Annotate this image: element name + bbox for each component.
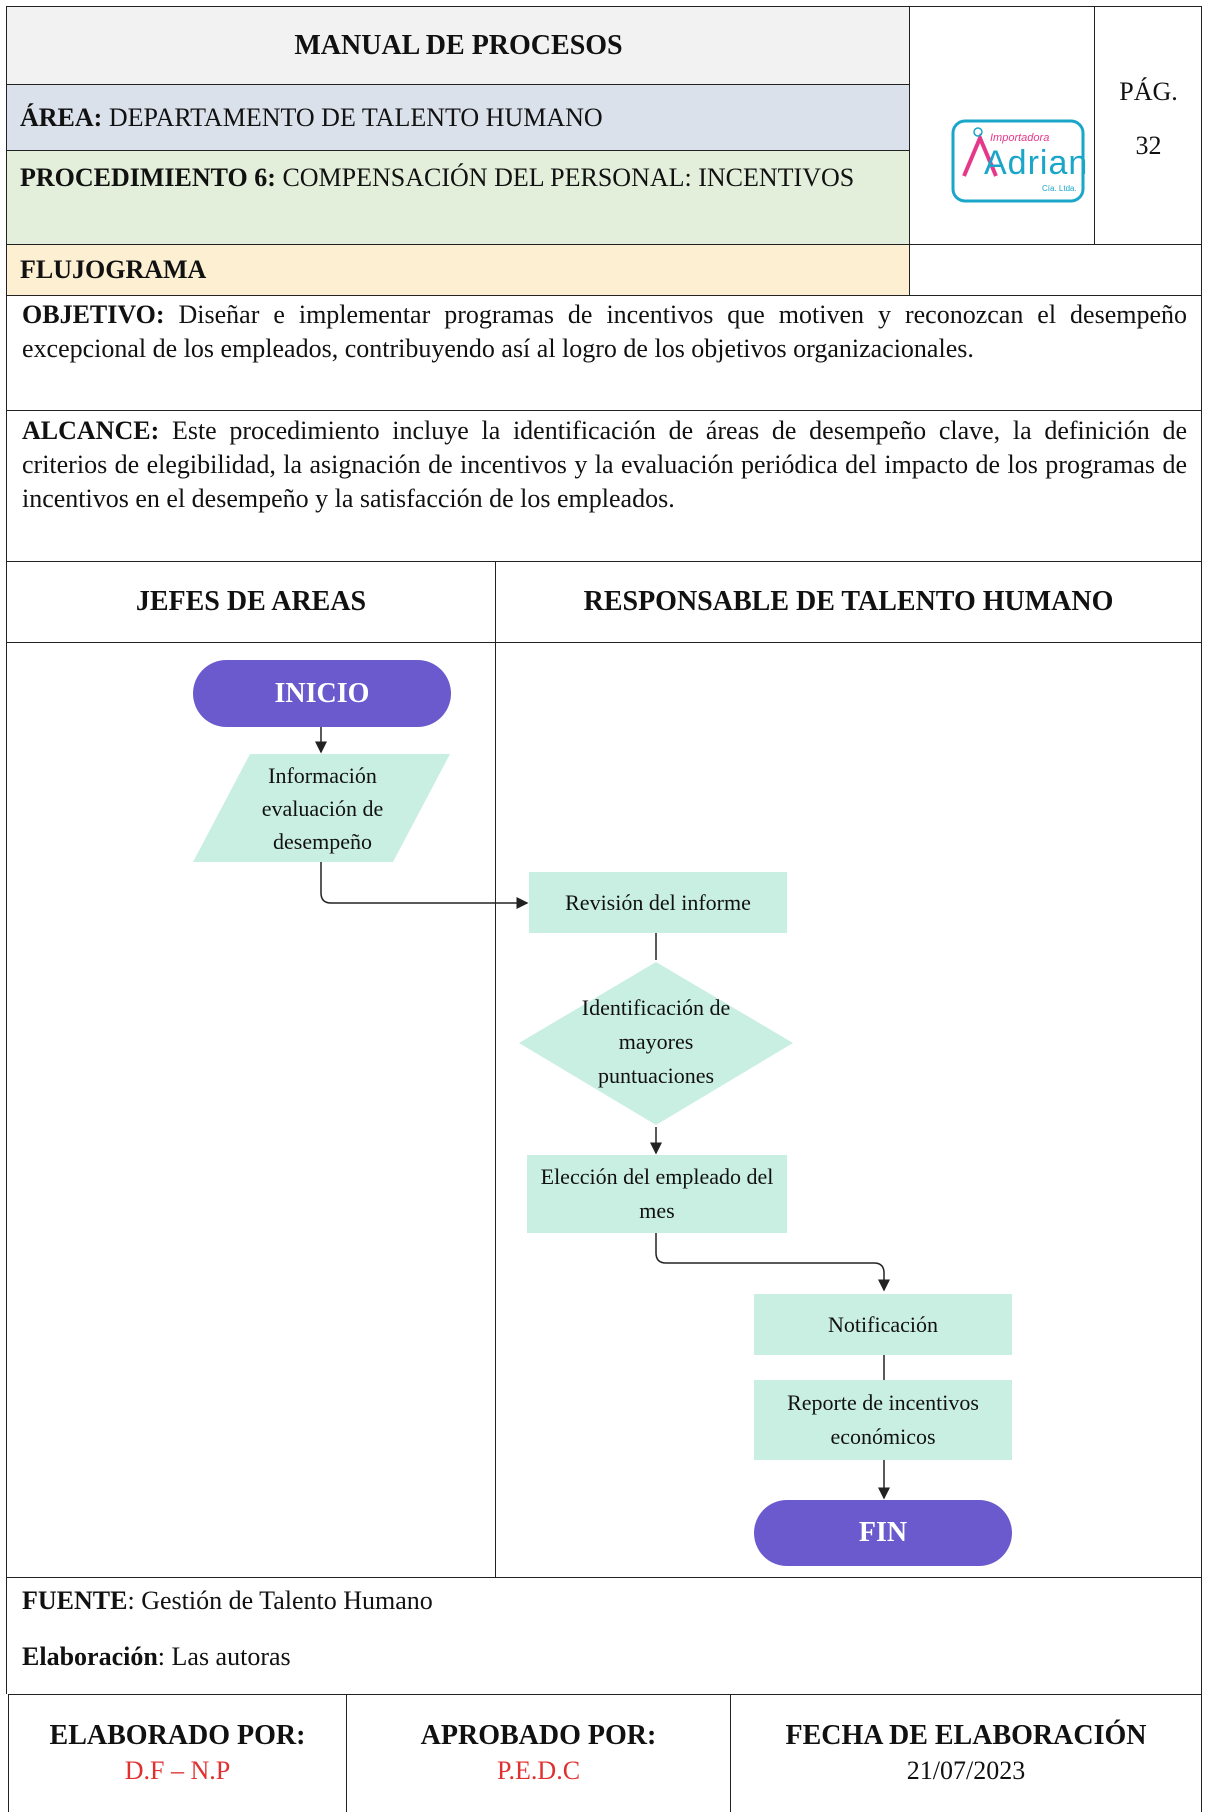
lane-left-header: JEFES DE AREAS <box>135 586 367 617</box>
area-value: DEPARTAMENTO DE TALENTO HUMANO <box>108 103 603 132</box>
logo-top-text: Importadora <box>990 132 1050 144</box>
procedure-line: PROCEDIMIENTO 6: COMPENSACIÓN DEL PERSON… <box>20 160 900 196</box>
elaboration-line: Elaboración: Las autoras <box>22 1640 291 1674</box>
date-value: 21/07/2023 <box>906 1756 1026 1785</box>
objective-box <box>6 295 1202 411</box>
approved-by-value: P.E.D.C <box>496 1756 581 1785</box>
company-logo: Importadora Adrian Cía. Ltda. <box>950 118 1089 204</box>
page-label: PÁG. <box>1119 77 1178 106</box>
manual-title: MANUAL DE PROCESOS <box>294 30 623 61</box>
scope-text: ALCANCE: Este procedimiento incluye la i… <box>22 414 1187 516</box>
logo-emblem-icon <box>951 119 1085 203</box>
elaboration-text: : Las autoras <box>157 1642 291 1671</box>
objective-body: Diseñar e implementar programas de incen… <box>22 300 1188 363</box>
connector-input-review <box>320 862 529 909</box>
source-label: FUENTE <box>22 1586 128 1615</box>
lanes-frame <box>6 561 1202 1578</box>
input-evaluation-label: Información evaluación de desempeño <box>261 762 384 854</box>
report-process: Reporte de incentivos económicos <box>754 1380 1012 1460</box>
title-row <box>7 7 910 85</box>
objective-text: OBJETIVO: Diseñar e implementar programa… <box>22 298 1187 366</box>
footer-table <box>8 1694 1202 1812</box>
page-number: 32 <box>1135 131 1162 160</box>
scope-body: Este procedimiento incluye la identifica… <box>22 416 1187 513</box>
area-label: ÁREA: <box>20 103 103 132</box>
procedure-label: PROCEDIMIENTO 6: <box>20 163 276 192</box>
procedure-row <box>7 151 910 245</box>
decision-label: Identificación de mayores puntuaciones <box>581 995 731 1088</box>
lanes-header-line <box>6 642 1202 643</box>
area-row <box>7 85 910 151</box>
header-vline-1 <box>909 6 910 296</box>
notify-process: Notificación <box>754 1294 1012 1355</box>
made-by-label: ELABORADO POR: <box>49 1720 306 1751</box>
choice-process: Elección del empleado del mes <box>527 1155 787 1233</box>
footer-vline-1 <box>346 1694 347 1812</box>
made-by-value: D.F – N.P <box>124 1756 231 1785</box>
area-line: ÁREA: DEPARTAMENTO DE TALENTO HUMANO <box>20 85 900 151</box>
end-terminal: FIN <box>754 1500 1012 1566</box>
scope-box <box>6 410 1202 562</box>
footer-vline-2 <box>730 1694 731 1812</box>
lanes-divider <box>495 561 496 1578</box>
header-vline-2 <box>1094 6 1095 245</box>
objective-label: OBJETIVO: <box>22 300 165 329</box>
flowchart-label: FLUJOGRAMA <box>20 255 207 284</box>
header-frame <box>6 6 1202 296</box>
flow-row <box>7 245 910 295</box>
procedure-value: COMPENSACIÓN DEL PERSONAL: INCENTIVOS <box>282 163 855 192</box>
lane-right-header: RESPONSABLE DE TALENTO HUMANO <box>583 586 1114 617</box>
review-process: Revisión del informe <box>529 872 787 933</box>
logo-suffix: Cía. Ltda. <box>1042 184 1077 193</box>
footer-right-edge <box>1201 1578 1202 1694</box>
approved-by-label: APROBADO POR: <box>420 1720 657 1751</box>
source-text: : Gestión de Talento Humano <box>127 1586 433 1615</box>
logo-name: Adrian <box>984 144 1089 182</box>
scope-label: ALCANCE: <box>22 416 160 445</box>
source-line: FUENTE: Gestión de Talento Humano <box>22 1584 433 1618</box>
decision-diamond <box>519 962 793 1125</box>
elaboration-label: Elaboración <box>22 1642 158 1671</box>
header-hline-logo <box>909 244 1202 245</box>
footer-left-edge <box>6 1578 7 1694</box>
input-parallelogram <box>193 754 450 862</box>
connector-choice-notify <box>655 1233 890 1292</box>
date-label: FECHA DE ELABORACIÓN <box>785 1720 1147 1751</box>
start-terminal: INICIO <box>193 660 451 727</box>
